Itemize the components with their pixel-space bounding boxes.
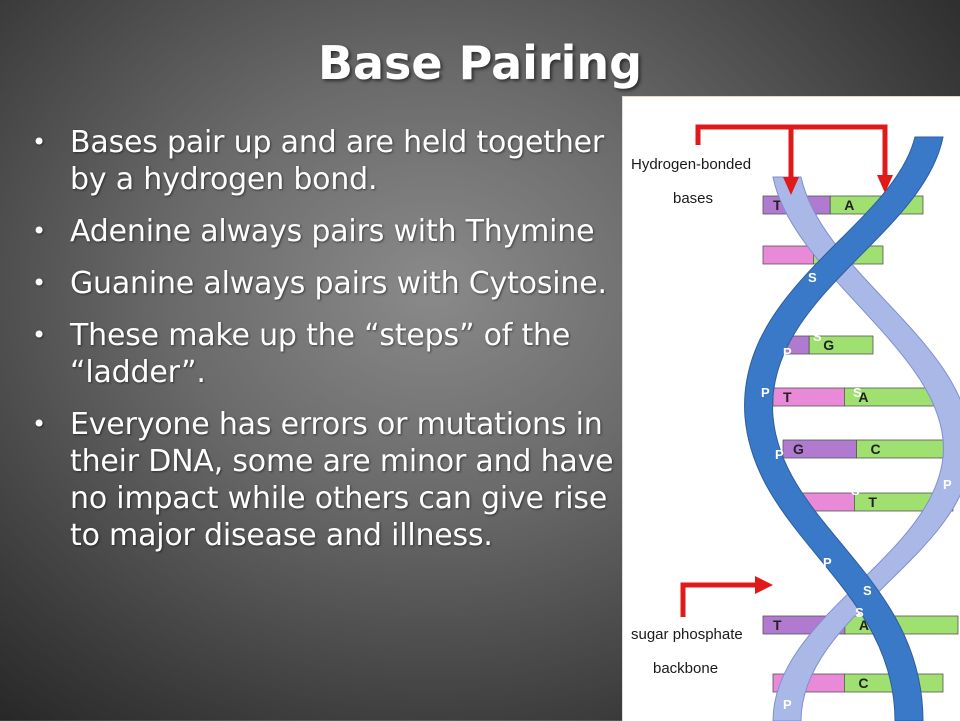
bullet-text: These make up the “steps” of the “ladder…: [70, 318, 571, 390]
backbone-letter: P: [873, 651, 882, 666]
bullet-dot-icon: •: [32, 410, 46, 438]
backbone-letter: P: [775, 447, 784, 462]
label-bases: bases: [673, 190, 713, 207]
backbone-strand-light: [772, 176, 960, 721]
base-letter-left: T: [773, 617, 782, 633]
backbone-letter: S: [853, 385, 862, 400]
backbone-letter: S: [855, 605, 864, 620]
backbone-letter: P: [771, 531, 780, 546]
base-letter-right: C: [858, 675, 868, 691]
red-arrow-icon: [695, 124, 893, 195]
backbone-letter: P: [888, 535, 897, 550]
label-sugar-phosphate: sugar phosphate: [631, 626, 743, 643]
red-arrow-backbone-icon: [680, 576, 773, 617]
backbone-letter: S: [813, 329, 822, 344]
bullet-text: Bases pair up and are held together by a…: [70, 125, 605, 197]
bullet-list: • Bases pair up and are held together by …: [32, 124, 622, 569]
base-letter-right: A: [858, 389, 868, 405]
bullet-item: • Bases pair up and are held together by …: [32, 124, 622, 198]
backbone-letter: P: [885, 227, 894, 242]
bullet-dot-icon: •: [32, 128, 46, 156]
backbone-letter: S: [851, 483, 860, 498]
base-letter-right: C: [871, 441, 881, 457]
base-right: [808, 335, 874, 355]
label-hydrogen-bonded: Hydrogen-bonded: [631, 156, 751, 173]
base-letter-left: T: [783, 389, 792, 405]
bullet-text: Guanine always pairs with Cytosine.: [70, 266, 607, 301]
base-letter-right: G: [823, 337, 834, 353]
backbone-labels: P P P S P S P S P S P S P P S P P S P: [761, 225, 952, 712]
bullet-item: • These make up the “steps” of the “ladde…: [32, 317, 622, 391]
label-backbone: backbone: [653, 660, 718, 677]
slide-title: Base Pairing: [317, 36, 643, 90]
base-letter-right: A: [859, 617, 869, 633]
base-letter-right: T: [868, 494, 877, 510]
bullet-text: Adenine always pairs with Thymine: [70, 214, 595, 249]
base-letter-right: A: [844, 197, 854, 213]
backbone-letter: P: [783, 345, 792, 360]
base-left: [762, 245, 814, 265]
bullet-text: Everyone has errors or mutations in thei…: [70, 407, 614, 553]
backbone-letter: P: [943, 477, 952, 492]
backbone-letter: S: [808, 270, 817, 285]
backbone-strand-dark: [744, 136, 944, 721]
bullet-item: • Guanine always pairs with Cytosine.: [32, 265, 622, 302]
bullet-dot-icon: •: [32, 321, 46, 349]
backbone-letter: P: [823, 555, 832, 570]
backbone-letter: P: [773, 285, 782, 300]
bullet-dot-icon: •: [32, 269, 46, 297]
backbone-letter: S: [863, 583, 872, 598]
base-letter-left: G: [793, 441, 804, 457]
backbone-letter: P: [761, 385, 770, 400]
bullet-item: • Everyone has errors or mutations in the…: [32, 406, 622, 554]
base-letter-left: T: [773, 197, 782, 213]
bullet-item: • Adenine always pairs with Thymine: [32, 213, 622, 250]
bullet-dot-icon: •: [32, 217, 46, 245]
backbone-letter: P: [773, 225, 782, 240]
backbone-letter: P: [783, 697, 792, 712]
backbone-letter: S: [941, 525, 950, 540]
